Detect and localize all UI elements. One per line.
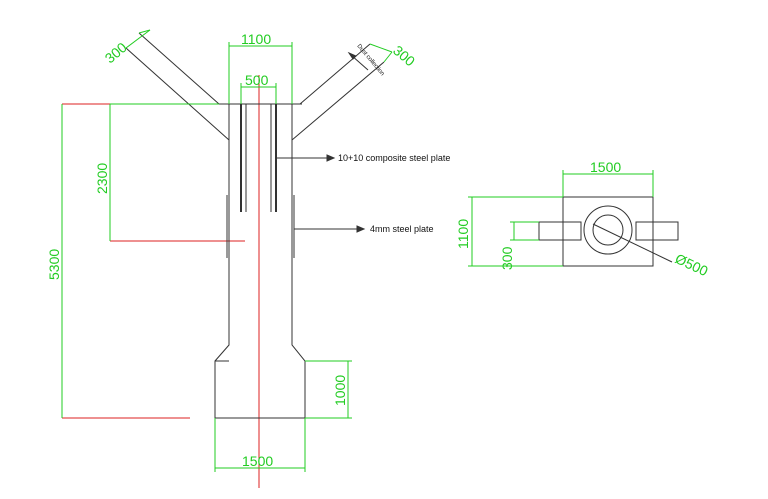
dim-branch-left: 300 xyxy=(102,39,130,66)
dim-top-width: 1100 xyxy=(241,31,271,47)
dim-composite-height: 2300 xyxy=(94,163,110,194)
dust-collection-label: Dust collection xyxy=(355,43,385,77)
right-branch xyxy=(291,43,385,141)
column-outline xyxy=(214,140,306,419)
plan-dim-diameter: Ø500 xyxy=(673,250,711,279)
column-body xyxy=(125,32,385,419)
plan-dim-height: 1100 xyxy=(455,219,471,249)
plan-circle-inner xyxy=(592,214,624,246)
plan-outline xyxy=(538,196,679,267)
diameter-leader xyxy=(592,223,673,263)
elevation-dimensions xyxy=(61,29,393,472)
plan-rectangle xyxy=(562,196,654,267)
dim-total-height: 5300 xyxy=(46,249,62,280)
plan-circle-outer xyxy=(583,205,633,255)
left-branch xyxy=(125,32,230,141)
dim-base-width: 1500 xyxy=(242,453,273,469)
elevation-view: 300 1100 300 500 2300 5300 1000 1500 Dus… xyxy=(46,29,450,488)
plan-dim-width: 1500 xyxy=(590,159,621,175)
dust-arrow xyxy=(347,51,369,71)
dim-base-height: 1000 xyxy=(332,375,348,406)
plan-branch-left xyxy=(538,221,582,241)
dim-branch-right: 300 xyxy=(390,42,418,69)
steel-plate-label: 4mm steel plate xyxy=(370,224,434,234)
leader-lines xyxy=(276,154,366,233)
dim-inner-width: 500 xyxy=(245,72,269,88)
plan-view: 1500 1100 300 Ø500 xyxy=(455,159,711,279)
composite-plate-label: 10+10 composite steel plate xyxy=(338,153,450,163)
plan-dimensions xyxy=(468,170,654,267)
plan-dim-branch: 300 xyxy=(499,246,515,270)
plan-branch-right xyxy=(635,221,679,241)
